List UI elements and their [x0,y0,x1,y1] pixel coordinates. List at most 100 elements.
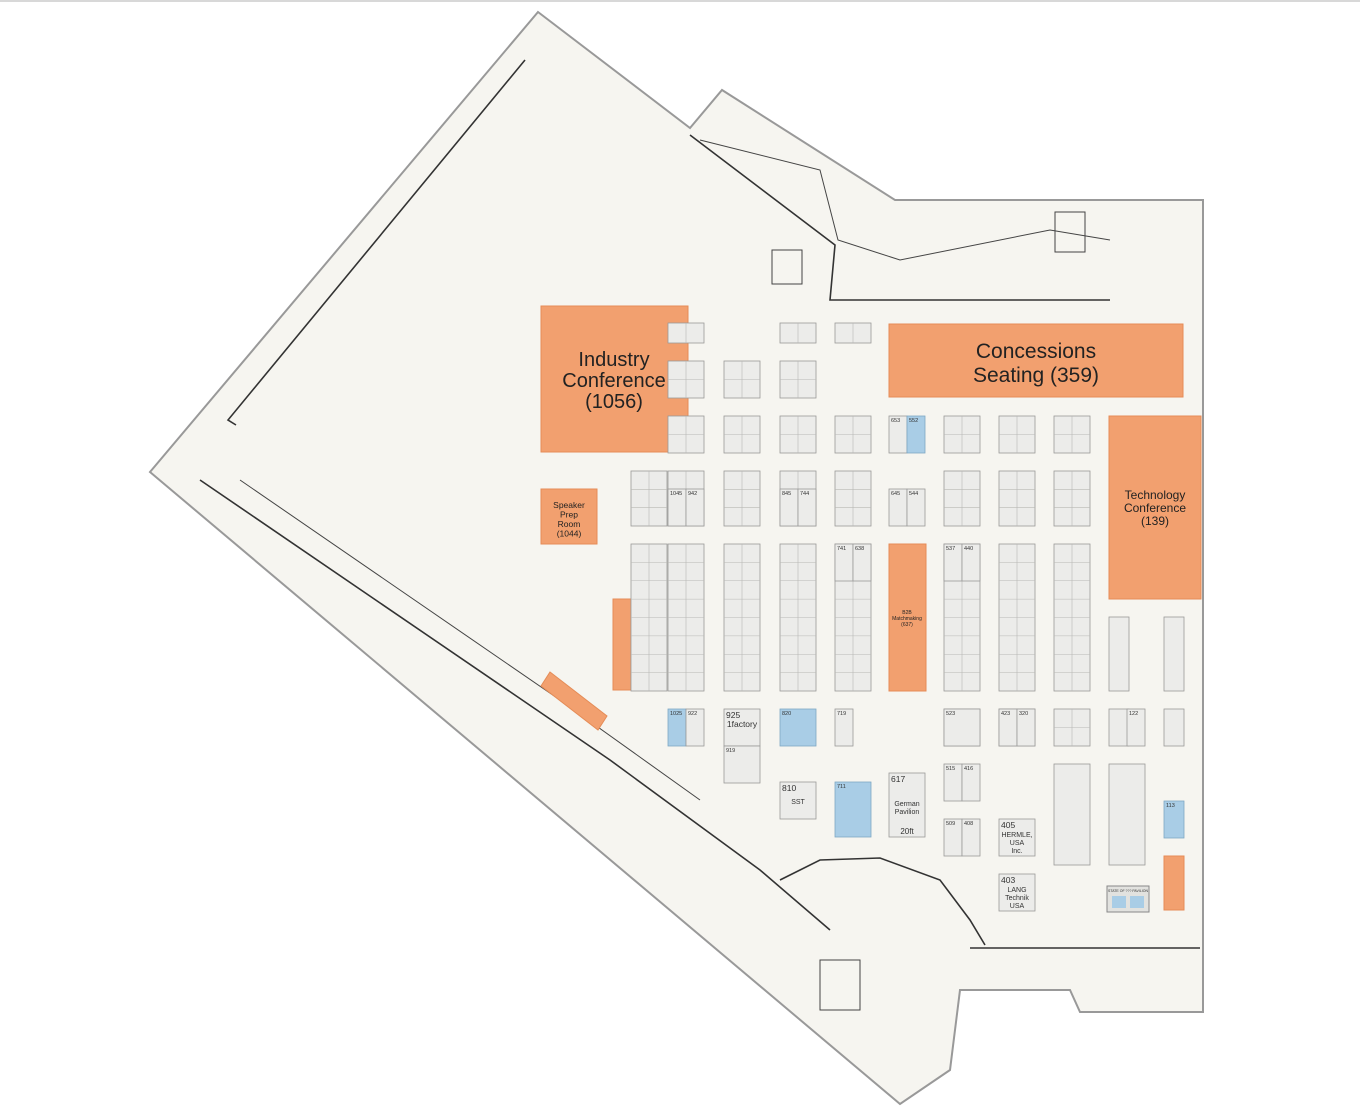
room-label-industry: Industry [578,349,649,371]
booth-711[interactable]: 711 [834,781,872,838]
booth-942[interactable]: 942 [685,488,705,527]
room-label-industry: Conference [562,370,665,392]
booth-number: 440 [964,546,973,552]
booth[interactable] [667,322,705,344]
booth[interactable] [779,322,817,344]
booth-515[interactable]: 515 [943,763,963,802]
booth-1025[interactable]: 1025 [667,708,687,747]
booth-408[interactable]: 408 [961,818,981,857]
booth-number: 113 [1166,803,1175,809]
booth[interactable] [723,360,761,399]
north-wall-inner [699,139,1111,261]
booth-919[interactable]: 919 [723,745,761,784]
technology-conference-room[interactable] [1108,415,1202,600]
booth-113[interactable]: 113 [1163,800,1185,839]
booth-number: 925 [726,710,740,720]
booth-number: 509 [946,821,955,827]
industry-conference-room[interactable] [540,305,689,453]
booth[interactable] [630,543,668,692]
booth[interactable] [998,415,1036,454]
booth-653[interactable]: 653 [888,415,908,454]
booth-544[interactable]: 544 [906,488,926,527]
booth[interactable] [779,415,817,454]
booth-122[interactable]: 122 [1126,708,1146,747]
booth-523[interactable]: 523 [943,708,981,747]
booth[interactable] [943,470,981,527]
booth-719[interactable]: 719 [834,708,854,747]
concessions-seating-room[interactable] [888,323,1184,398]
booth[interactable] [1108,763,1146,866]
booth[interactable] [1163,708,1185,747]
booth-552[interactable]: 552 [906,415,926,454]
booth[interactable] [834,322,872,344]
booth-number: 537 [946,546,955,552]
booth-1045[interactable]: 1045 [667,488,687,527]
booth-number: 942 [688,491,697,497]
booth[interactable] [1053,763,1091,866]
booth[interactable] [834,470,872,527]
room-labels: IndustryConference(1056)ConcessionsSeati… [553,340,1186,628]
booth-number: 552 [909,418,918,424]
side-room-bottom[interactable] [1163,855,1185,911]
booth-number: 653 [891,418,900,424]
booth[interactable] [1053,543,1091,692]
room-label-speaker: Prep [560,510,578,520]
booth-820[interactable]: 820 [779,708,817,747]
booth[interactable] [1108,616,1130,692]
booth-name: 1factory [727,719,758,729]
booth-number: 523 [946,711,955,717]
top-divider [0,0,1360,2]
booth-number: 544 [909,491,918,497]
booth[interactable] [1163,616,1185,692]
booth-922[interactable]: 922 [685,708,705,747]
room-label-matchmaking: B2B [902,610,912,616]
booth-744[interactable]: 744 [797,488,817,527]
booth[interactable] [943,415,981,454]
booth-741[interactable]: 741 [834,543,854,582]
booth[interactable] [1053,708,1091,747]
booth[interactable] [779,543,817,692]
booth[interactable] [667,543,705,692]
booth[interactable] [630,470,668,527]
booth-name: Pavilion [895,809,920,816]
booth[interactable] [1053,470,1091,527]
room-label-speaker: (1044) [557,529,582,539]
booth-537[interactable]: 537 [943,543,963,582]
state-pavilion-label: STATE OF ??? PAVILION [1108,889,1148,893]
booth-423[interactable]: 423 [998,708,1018,747]
booth[interactable] [1108,708,1130,747]
booth-440[interactable]: 440 [961,543,981,582]
booth-638[interactable]: 638 [852,543,872,582]
entrance-room[interactable] [540,671,608,731]
side-room-small[interactable] [612,598,632,691]
booth-416[interactable]: 416 [961,763,981,802]
booth[interactable] [834,415,872,454]
booth[interactable] [1053,415,1091,454]
booth[interactable] [998,543,1036,692]
booth-509[interactable]: 509 [943,818,963,857]
room-label-matchmaking: (637) [901,622,913,628]
speaker-prep-room[interactable] [540,488,598,545]
b2b-matchmaking-room[interactable] [888,543,927,692]
booth[interactable] [667,415,705,454]
booth[interactable] [723,470,761,527]
booth[interactable] [667,360,705,399]
booth-size: 20ft [900,827,914,836]
booth-320[interactable]: 320 [1016,708,1036,747]
booth[interactable] [723,415,761,454]
booth[interactable] [998,470,1036,527]
booth[interactable] [723,543,761,692]
booth-number: 741 [837,546,846,552]
booth-845[interactable]: 845 [779,488,799,527]
booth-number: 617 [891,774,905,784]
booth-number: 1045 [670,491,682,497]
stair-block-s [819,959,861,1011]
booth-645[interactable]: 645 [888,488,908,527]
state-pavilion[interactable]: STATE OF ??? PAVILION [1106,885,1150,913]
booth[interactable] [779,360,817,399]
